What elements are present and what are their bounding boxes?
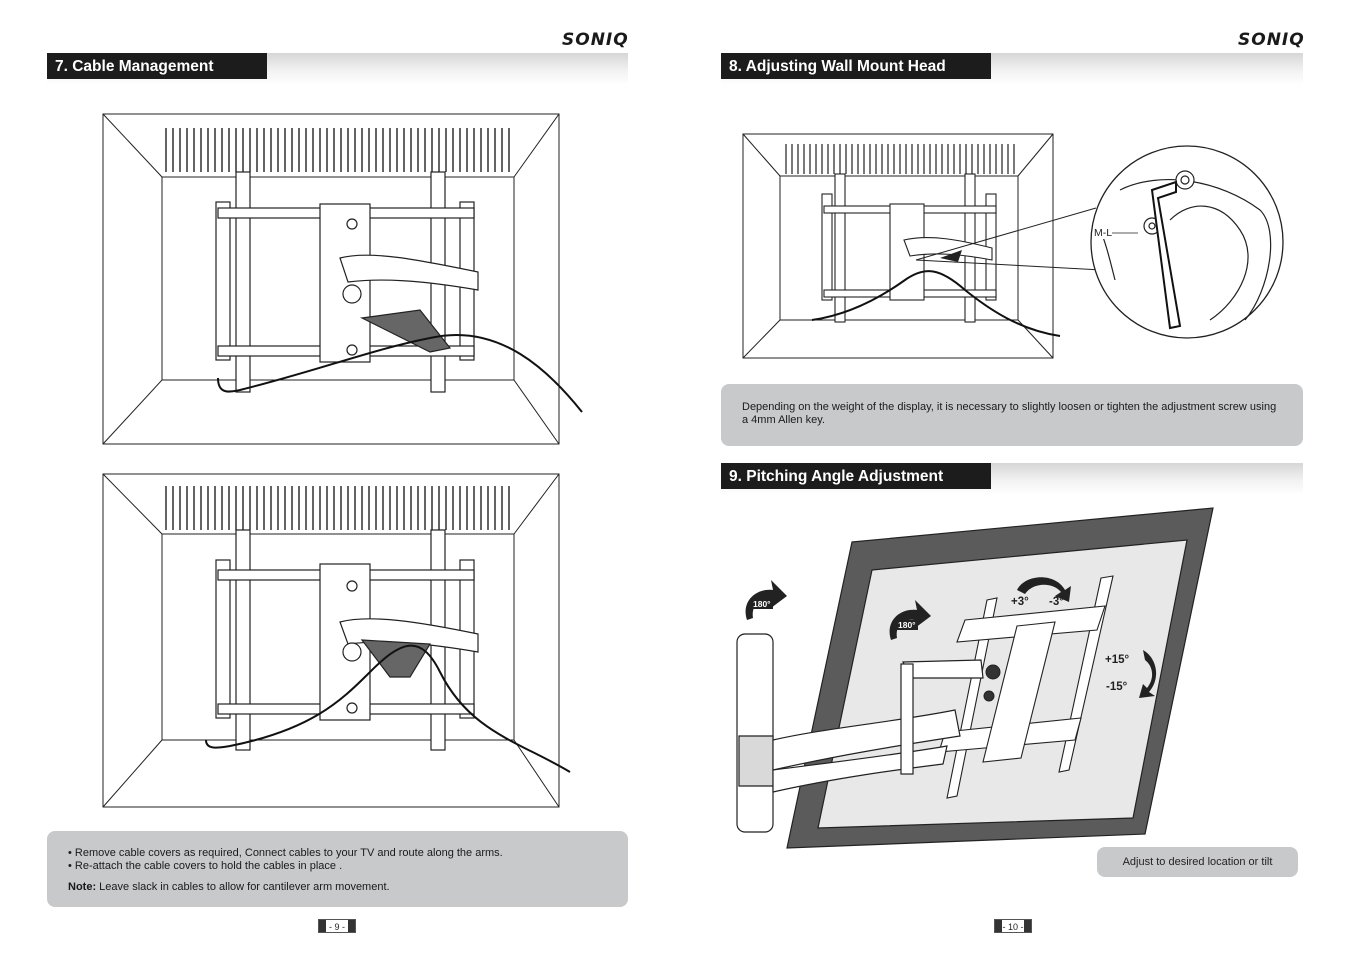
callout-label: M-L [1094,227,1113,239]
swivel-plus-label: +3° [1011,596,1029,608]
cable-management-instructions: • Remove cable covers as required, Conne… [47,831,628,907]
note-line: Note: Leave slack in cables to allow for… [68,881,618,894]
section-7-title: 7. Cable Management [47,53,267,79]
note-label: Note: [68,881,97,893]
cable-management-figure-1 [102,113,583,445]
section-8-text: Depending on the weight of the display, … [742,401,1277,426]
page-number: - 9 - [318,919,356,933]
section-9-caption: Adjust to desired location or tilt [1097,847,1298,877]
page-number: - 10 - [994,919,1032,933]
instruction-line-1: • Remove cable covers as required, Conne… [68,847,503,859]
instruction-line-2: • Re-attach the cable covers to hold the… [68,859,343,872]
section-9-title: 9. Pitching Angle Adjustment [721,463,991,489]
tilt-plus-label: +15° [1105,654,1130,666]
section-8-header: 8. Adjusting Wall Mount Head [721,53,1303,85]
wall-mount-head-figure [742,133,1284,359]
rotation-label-arm: 180° [751,599,773,609]
rotation-label-head: 180° [896,620,918,630]
section-8-description: Depending on the weight of the display, … [721,384,1303,446]
swivel-minus-label: -3° [1049,596,1064,608]
brand-logo: SONIQ [562,30,629,50]
section-8-title: 8. Adjusting Wall Mount Head [721,53,991,79]
pitching-angle-figure [736,507,1214,849]
brand-logo: SONIQ [1238,30,1305,50]
note-text: Leave slack in cables to allow for canti… [96,881,390,893]
cable-management-figure-2 [102,473,571,808]
section-9-header: 9. Pitching Angle Adjustment [721,463,1303,495]
section-7-header: 7. Cable Management [47,53,628,85]
tilt-minus-label: -15° [1106,681,1128,693]
